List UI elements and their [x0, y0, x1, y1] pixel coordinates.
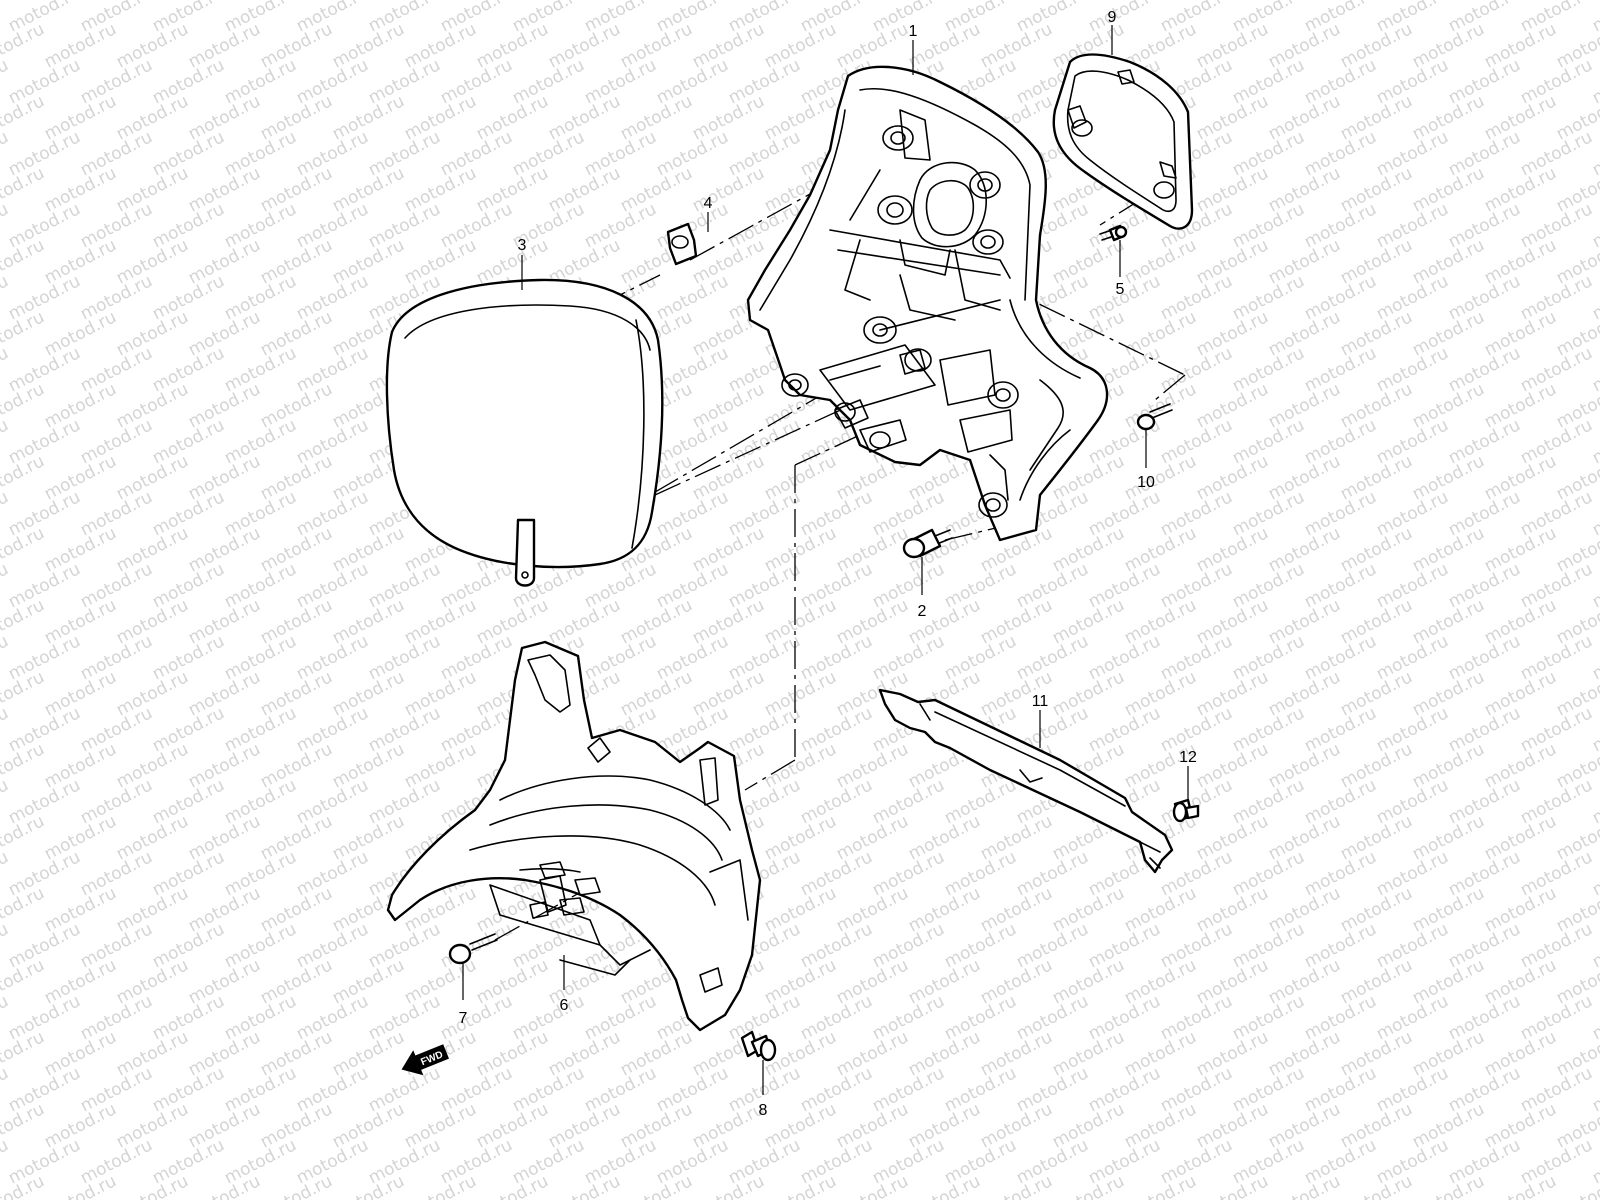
- fwd-arrow-icon: [401, 1044, 449, 1076]
- backrest-cushion: [385, 278, 664, 587]
- watermark-text: motod.ru: [1589, 199, 1600, 252]
- watermark-text: motod.ru: [1589, 559, 1600, 612]
- callout-9: 9: [1108, 9, 1117, 26]
- watermark-text: motod.ru: [1589, 1135, 1600, 1188]
- watermark-text: motod.ru: [1589, 55, 1600, 108]
- watermark-text: motod.ru: [1589, 415, 1600, 468]
- watermark-text: motod.ru: [1589, 343, 1600, 396]
- clip-8: [740, 1030, 777, 1062]
- callout-4: 4: [704, 195, 713, 212]
- watermark-text: motod.ru: [1589, 0, 1600, 36]
- watermark-text: motod.ru: [1589, 631, 1600, 684]
- backrest-frame: [746, 65, 1109, 542]
- frame-plate: [1052, 53, 1194, 230]
- screw-7: [448, 933, 498, 965]
- callout-12: 12: [1179, 749, 1197, 766]
- callout-10: 10: [1137, 474, 1155, 491]
- watermark-text: motod.ru: [1589, 703, 1600, 756]
- watermark-text: motod.ru: [1589, 919, 1600, 972]
- under-cover: [386, 640, 762, 1032]
- screw-10: [1136, 403, 1173, 431]
- rubber-cushion: [666, 222, 698, 266]
- clip-12: [1172, 798, 1200, 823]
- watermark-text: motod.ru: [1589, 847, 1600, 900]
- bolt-2: [902, 528, 953, 559]
- callout-6: 6: [560, 997, 569, 1014]
- bracket: [878, 688, 1174, 874]
- callout-7: 7: [459, 1010, 468, 1027]
- callout-1: 1: [909, 23, 918, 40]
- watermark-text: motod.ru: [1589, 991, 1600, 1044]
- watermark-text: motod.ru: [1589, 127, 1600, 180]
- leader-lines: [462, 25, 1189, 1095]
- watermark-text: motod.ru: [1589, 487, 1600, 540]
- callout-3: 3: [518, 237, 527, 254]
- watermark-text: motod.ru: [1589, 775, 1600, 828]
- callout-5: 5: [1116, 281, 1125, 298]
- watermark-text: motod.ru: [1589, 1063, 1600, 1116]
- callout-2: 2: [918, 603, 927, 620]
- watermark-text: motod.ru: [1589, 271, 1600, 324]
- callout-11: 11: [1032, 693, 1049, 710]
- callouts: 1 2 3 4 5 6 7 8 9 10 11 12: [459, 9, 1197, 1119]
- screw-5: [1099, 224, 1128, 242]
- callout-8: 8: [759, 1102, 768, 1119]
